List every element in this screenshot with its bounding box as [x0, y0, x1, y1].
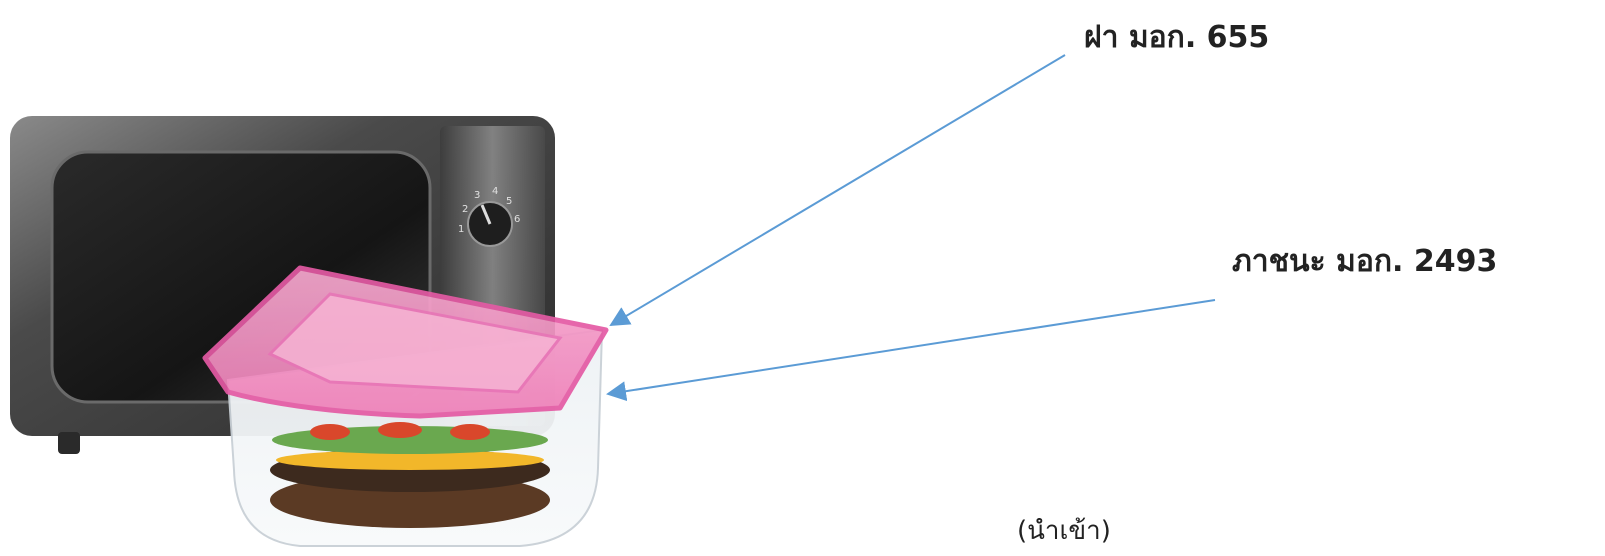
dial-number: 6 [514, 214, 520, 225]
import-note-label: (นำเข้า) [1017, 510, 1111, 551]
lid-standard-label: ฝา มอก. 655 [1084, 14, 1269, 61]
container-standard-label: ภาชนะ มอก. 2493 [1232, 238, 1497, 285]
burger-illustration [270, 422, 550, 528]
lid-arrow [611, 55, 1065, 325]
container-arrow [608, 300, 1215, 394]
dial-number: 5 [506, 196, 512, 207]
dial-number: 1 [458, 224, 464, 235]
dial-number: 3 [474, 190, 480, 201]
dial-number: 2 [462, 204, 468, 215]
microwave-foot [58, 432, 80, 454]
dial-number: 4 [492, 186, 498, 197]
